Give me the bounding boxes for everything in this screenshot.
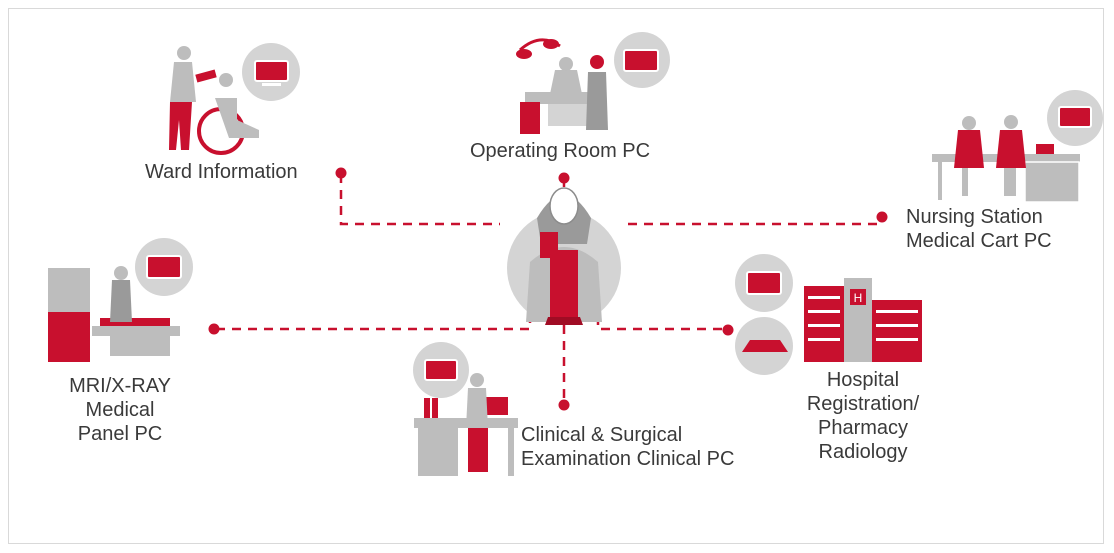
mri-line-3: Panel PC bbox=[77, 423, 163, 445]
hospital-line-3: Pharmacy bbox=[817, 417, 909, 439]
connector-hospital bbox=[596, 300, 726, 331]
clinical-label: Clinical & Surgical Examination Clinical… bbox=[521, 423, 734, 471]
nursing-station-line-1: Nursing Station bbox=[906, 206, 1043, 228]
connector-endpoints bbox=[208, 167, 888, 411]
nursing-station-illustration bbox=[932, 90, 1103, 203]
clinical-line-1: Clinical & Surgical bbox=[521, 424, 683, 446]
ward-information-label: Ward Information bbox=[145, 160, 298, 184]
mri-line-2: Medical bbox=[85, 399, 155, 421]
clinical-illustration bbox=[413, 342, 518, 476]
hospital-line-1: Hospital bbox=[826, 369, 900, 391]
hospital-illustration: H bbox=[735, 254, 922, 375]
doctor-figure bbox=[507, 187, 621, 325]
connector-ward bbox=[339, 174, 500, 226]
mri-label: MRI/X-RAY Medical Panel PC bbox=[50, 374, 190, 446]
ward-information-text: Ward Information bbox=[145, 161, 298, 183]
nursing-station-line-2: Medical Cart PC bbox=[906, 230, 1052, 252]
endpoint-operating bbox=[558, 172, 570, 184]
endpoint-mri bbox=[208, 323, 220, 335]
clinical-line-2: Examination Clinical PC bbox=[521, 448, 735, 470]
endpoint-hospital bbox=[722, 324, 734, 336]
operating-room-text: Operating Room PC bbox=[470, 140, 651, 162]
hospital-label: Hospital Registration/ Pharmacy Radiolog… bbox=[798, 368, 928, 464]
endpoint-nursing bbox=[876, 211, 888, 223]
connector-mri bbox=[216, 300, 532, 331]
operating-room-label: Operating Room PC bbox=[470, 139, 650, 163]
endpoint-clinical bbox=[558, 399, 570, 411]
hospital-line-4: Radiology bbox=[818, 441, 908, 463]
mri-line-1: MRI/X-RAY bbox=[69, 375, 171, 397]
endpoint-ward bbox=[335, 167, 347, 179]
nursing-station-label: Nursing Station Medical Cart PC bbox=[906, 205, 1052, 253]
operating-room-illustration bbox=[516, 32, 670, 134]
hospital-line-2: Registration/ bbox=[806, 393, 920, 415]
hospital-sign: H bbox=[854, 291, 863, 305]
ward-illustration bbox=[169, 43, 300, 155]
mri-illustration bbox=[48, 238, 193, 362]
